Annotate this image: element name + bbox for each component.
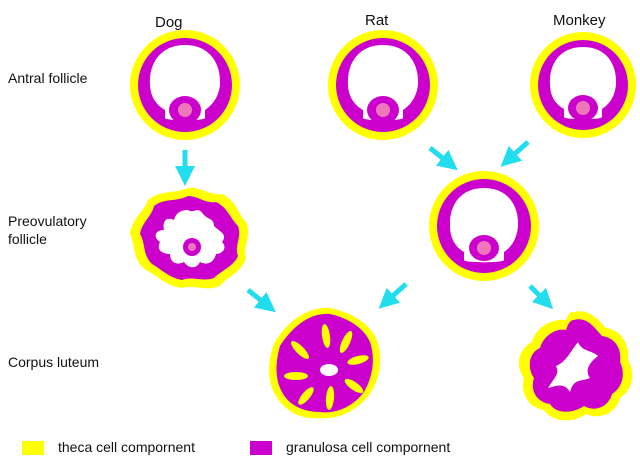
legend-granulosa-label: granulosa cell compornent <box>286 439 450 455</box>
monkey-antral-follicle <box>530 32 636 138</box>
rat-antral-follicle <box>328 30 438 140</box>
dog-preovulatory-follicle <box>130 188 248 289</box>
legend-theca-label: theca cell compornent <box>58 439 195 455</box>
dog-rat-corpus-luteum <box>269 308 380 418</box>
legend-theca-swatch <box>22 441 44 455</box>
arrow-rat-antral-to-preovulatory <box>430 148 450 164</box>
monkey-corpus-luteum <box>519 311 632 420</box>
arrow-monkey-preovulatory-to-corpus <box>530 286 546 302</box>
arrow-rat-preovulatory-to-corpus <box>386 284 406 302</box>
arrow-dog-preovulatory-to-corpus <box>248 290 268 306</box>
legend-granulosa-swatch <box>250 441 272 455</box>
arrow-monkey-antral-to-preovulatory <box>508 142 528 160</box>
rat-monkey-preovulatory-follicle <box>429 171 539 281</box>
dog-antral-follicle <box>130 30 240 140</box>
